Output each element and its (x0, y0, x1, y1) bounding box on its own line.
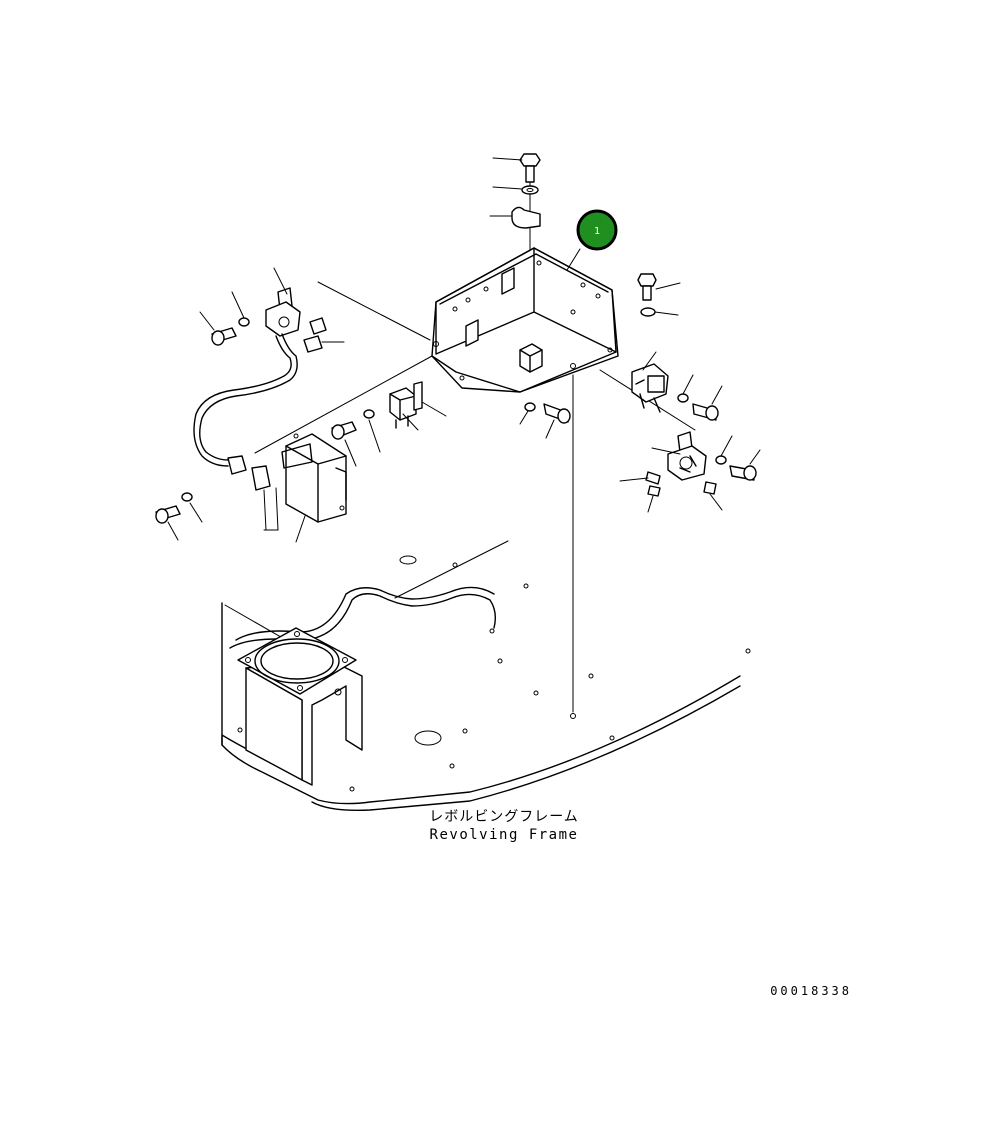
assembly-lines (254, 154, 696, 713)
small-relay (389, 381, 447, 431)
right-relay (631, 351, 723, 421)
top-bolt-stack (489, 153, 541, 229)
mid-bolt (331, 409, 381, 467)
lower-right-relay (619, 431, 761, 513)
revolving-frame (221, 540, 751, 812)
controller-box (281, 433, 347, 543)
caption-japanese: レボルビングフレーム (429, 809, 579, 825)
caption-english: Revolving Frame (430, 827, 579, 843)
callout-number: 1 (594, 226, 600, 237)
center-bolt (519, 402, 571, 439)
document-number: 00018338 (770, 984, 852, 998)
lower-left-bolt (155, 492, 203, 541)
mounting-bracket (431, 247, 619, 393)
right-upper-bolt (637, 273, 681, 317)
callout-1[interactable]: 1 (566, 209, 618, 271)
left-relay (193, 267, 345, 531)
